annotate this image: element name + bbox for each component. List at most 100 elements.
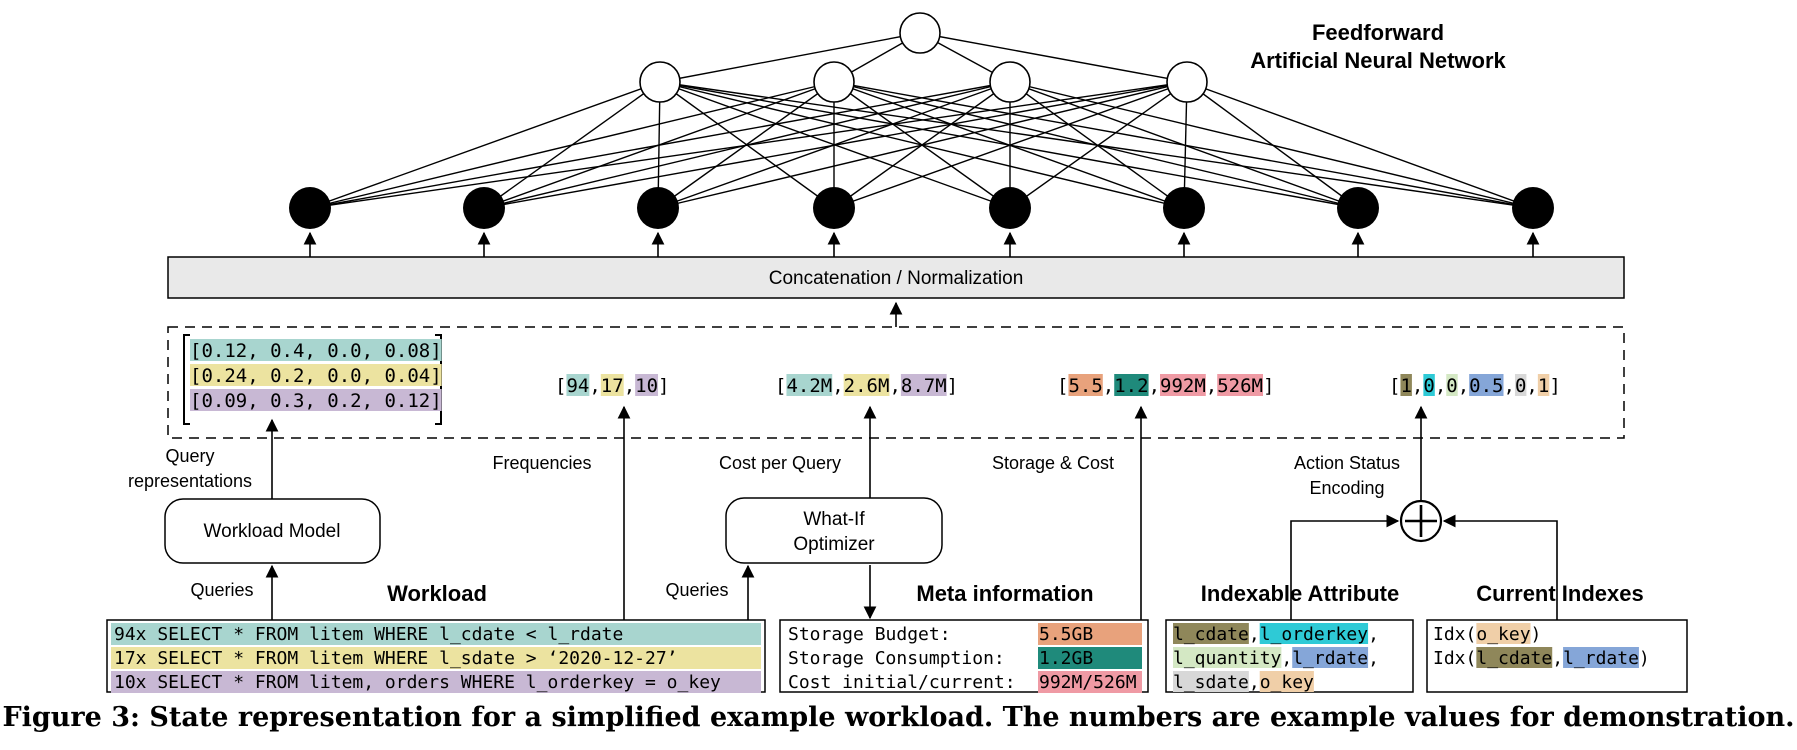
input-neuron [1163, 187, 1205, 229]
token-text: , [1206, 375, 1217, 397]
input-neuron [1512, 187, 1554, 229]
highlight-bg [1446, 374, 1458, 396]
input-neuron [637, 187, 679, 229]
highlight-bg [566, 374, 590, 396]
concatenation-label: Concatenation / Normalization [769, 268, 1024, 289]
concatenation-bar [167, 256, 1625, 299]
state-vector-box [167, 326, 1625, 439]
cost-per-query-label: Cost per Query [719, 453, 841, 473]
indexable-attribute: l_rdate [1292, 648, 1368, 669]
network-nodes [289, 12, 1554, 229]
highlight-bg [1537, 374, 1550, 396]
query-representation-matrix: [0.12, 0.4, 0.0, 0.08] [0.24, 0.2, 0.0, 0… [183, 334, 442, 425]
token-text: , [1249, 672, 1260, 693]
index-column: l_rdate [1563, 648, 1639, 669]
workload-model-label: Workload Model [204, 521, 341, 542]
storage-cost-label: Storage & Cost [992, 453, 1114, 473]
workload-model-box [164, 498, 381, 564]
feature-arrows [265, 405, 1558, 620]
highlight-bg [1423, 374, 1435, 396]
highlight-bg [1259, 671, 1314, 692]
highlight-bg [1476, 623, 1531, 644]
token-text: , [1368, 648, 1379, 669]
query-highlight [111, 671, 761, 693]
token-text: Idx( [1433, 648, 1476, 669]
token-text: , [1249, 624, 1260, 645]
hidden-neuron [1166, 61, 1208, 103]
meta-label: Storage Budget: [788, 624, 951, 645]
meta-value: 992M/526M [1039, 672, 1137, 693]
vector-value: 5.5 [1068, 375, 1102, 397]
highlight-bg [1400, 374, 1412, 396]
meta-information-heading: Meta information [916, 581, 1093, 606]
highlight-bg [190, 339, 442, 361]
meta-value: 5.5GB [1039, 624, 1093, 645]
meta-value: 1.2GB [1039, 648, 1093, 669]
token-text: , [1526, 375, 1537, 397]
token-text: , [589, 375, 600, 397]
vector-value: 4.2M [786, 375, 832, 397]
token-text: , [1552, 648, 1563, 669]
highlight-bg [1563, 647, 1639, 668]
query-vector-row: [0.12, 0.4, 0.0, 0.08] [190, 340, 442, 362]
token-text: , [1504, 375, 1515, 397]
indexable-attribute: l_sdate [1173, 672, 1249, 693]
vector-value: 17 [601, 375, 624, 397]
highlight-bg [1068, 374, 1103, 396]
index-column: o_key [1476, 624, 1530, 645]
token-text: , [1281, 648, 1292, 669]
queries-label-mid: Queries [665, 580, 728, 600]
vector-value: 2.6M [844, 375, 890, 397]
token-text: , [1149, 375, 1160, 397]
indexable-attribute-heading: Indexable Attribute [1201, 581, 1399, 606]
token-text: , [1412, 375, 1423, 397]
highlight-bg [786, 374, 833, 396]
queries-label-left: Queries [190, 580, 253, 600]
vector-value: 0 [1446, 375, 1457, 397]
token-text: , [1103, 375, 1114, 397]
meta-value-bg [1038, 671, 1142, 693]
highlight-bg [1114, 374, 1149, 396]
workload-queries: 94x SELECT * FROM litem WHERE l_cdate < … [111, 623, 761, 693]
vector-value: 1 [1400, 375, 1411, 397]
figure-caption: Figure 3: State representation for a sim… [2, 702, 1795, 733]
meta-label: Storage Consumption: [788, 648, 1005, 669]
indexable-attribute: l_orderkey [1260, 624, 1369, 645]
vector-value: 94 [566, 375, 589, 397]
token-text: , [832, 375, 843, 397]
token-text: ] [947, 375, 958, 397]
highlight-bg [843, 374, 890, 396]
current-indexes-heading: Current Indexes [1476, 581, 1644, 606]
network-title-line2: Artificial Neural Network [1250, 48, 1506, 73]
workload-query: 94x SELECT * FROM litem WHERE l_cdate < … [114, 624, 623, 645]
meta-label: Cost initial/current: [788, 672, 1016, 693]
token-text: [ [1057, 375, 1068, 397]
hidden-neuron [813, 61, 855, 103]
frequencies-label: Frequencies [492, 453, 591, 473]
action-status-label-2: Encoding [1309, 478, 1384, 498]
storage-cost-vector: [5.5, 1.2, 992M, 526M] [1057, 374, 1274, 397]
meta-information-rows: Storage Budget: 5.5GB Storage Consumption:… [788, 623, 1142, 693]
query-vector-row: [0.09, 0.3, 0.2, 0.12] [190, 390, 442, 412]
token-text: , [1458, 375, 1469, 397]
workload-query: 10x SELECT * FROM litem, orders WHERE l_… [114, 672, 721, 693]
token-text: , [1435, 375, 1446, 397]
network-title-line1: Feedforward [1312, 20, 1444, 45]
highlight-bg [635, 374, 659, 396]
vector-value: 0.5 [1469, 375, 1503, 397]
token-text: ) [1531, 624, 1542, 645]
indexable-attribute-list: l_cdate, l_orderkey,l_quantity, l_rdate,… [1173, 623, 1379, 693]
workload-query: 17x SELECT * FROM litem WHERE l_sdate > … [114, 648, 678, 669]
action-status-vector: [1, 0, 0, 0.5, 0, 1] [1389, 374, 1561, 397]
query-vector-row: [0.24, 0.2, 0.0, 0.04] [190, 365, 442, 387]
query-representations-label-1: Query [165, 446, 214, 466]
hidden-neuron [639, 61, 681, 103]
token-text: [ [1389, 375, 1400, 397]
highlight-bg [600, 374, 624, 396]
token-text: , [624, 375, 635, 397]
input-neuron [813, 187, 855, 229]
query-highlight [111, 647, 761, 669]
hidden-neuron [989, 61, 1031, 103]
token-text: ] [1549, 375, 1560, 397]
input-neuron [1337, 187, 1379, 229]
